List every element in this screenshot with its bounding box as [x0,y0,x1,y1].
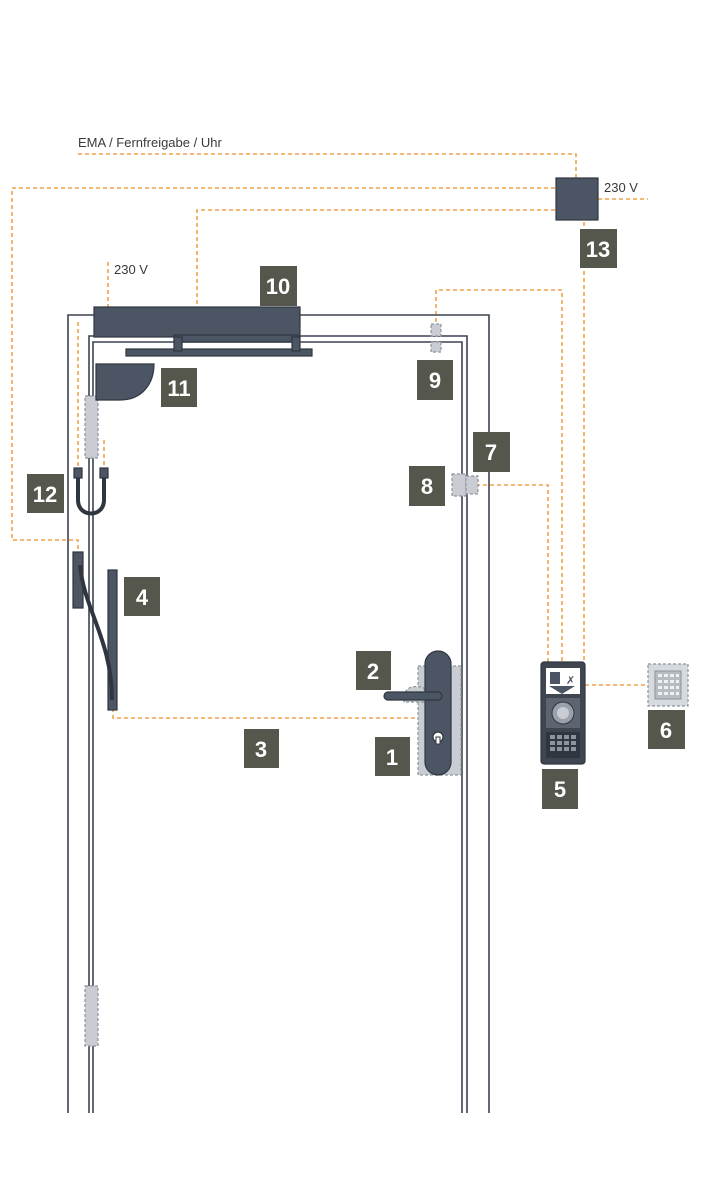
svg-text:12: 12 [33,482,57,507]
badge-8: 8 [409,466,445,506]
escape-door-terminal: ✗ [540,661,586,765]
badge-3: 3 [244,729,279,768]
svg-text:3: 3 [255,737,267,762]
svg-text:4: 4 [136,585,149,610]
hinge-bottom [84,985,99,1047]
wire-8-to-5 [476,484,549,662]
door-leaf-edge [92,341,463,1113]
svg-text:11: 11 [167,376,190,401]
cable-loop [72,551,118,711]
svg-text:10: 10 [266,274,290,299]
badge-11: 11 [161,368,197,407]
badge-4: 4 [124,577,160,616]
svg-text:8: 8 [421,474,433,499]
control-unit [555,177,599,221]
badge-12: 12 [27,474,64,513]
label-230v-right: 230 V [604,180,638,195]
svg-text:7: 7 [485,440,497,465]
door-contact [430,323,442,353]
badge-1: 1 [375,737,410,776]
door-handle-set [383,650,462,776]
badge-5: 5 [542,769,578,809]
label-230v-left: 230 V [114,262,148,277]
wire-4-to-2 [112,708,418,719]
svg-text:9: 9 [429,368,441,393]
badge-6: 6 [648,710,685,749]
wire-ema [78,153,577,178]
door-closer [93,306,313,357]
label-ema-remote-clock: EMA / Fernfreigabe / Uhr [78,135,222,150]
svg-text:✗: ✗ [566,674,575,687]
badge-10: 10 [260,266,297,306]
badge-13: 13 [580,229,617,268]
cable-transition [73,467,109,516]
wire-closer-10 [196,209,555,307]
svg-text:6: 6 [660,718,672,743]
hinge-top [84,395,99,459]
badge-2: 2 [356,651,391,690]
svg-text:5: 5 [554,777,566,802]
door-frame-inner [88,335,468,1113]
bolt-contact [451,473,479,497]
closer-arm-cover [95,363,155,401]
badge-7: 7 [473,432,510,472]
number-badges: 1 2 3 4 5 6 7 8 9 10 11 12 13 [27,229,685,809]
wiring [11,153,648,719]
svg-text:1: 1 [386,745,398,770]
svg-text:13: 13 [586,237,610,262]
badge-9: 9 [417,360,453,400]
wire-9-to-5 [435,289,563,662]
access-keypad [647,663,689,707]
svg-text:2: 2 [367,659,379,684]
